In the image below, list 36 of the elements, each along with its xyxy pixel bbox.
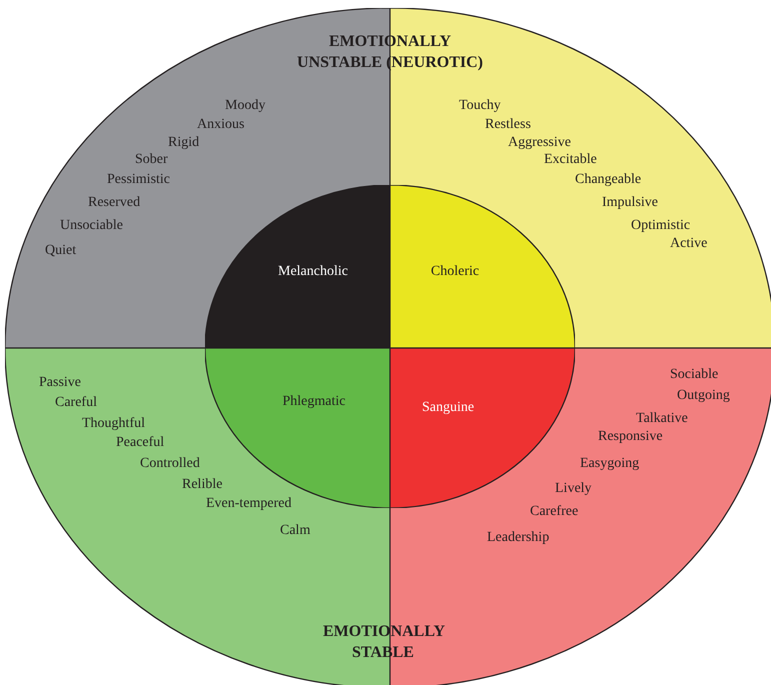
- trait-word: Even-tempered: [206, 495, 292, 513]
- trait-word: Excitable: [544, 151, 597, 169]
- trait-word: Changeable: [575, 171, 642, 189]
- trait-word: Sober: [135, 151, 168, 169]
- trait-word: Relible: [182, 476, 222, 494]
- trait-word: Peaceful: [116, 434, 164, 452]
- trait-word: Carefree: [530, 503, 578, 521]
- trait-word: Optimistic: [631, 217, 690, 235]
- trait-word: Pessimistic: [107, 171, 170, 189]
- trait-word: Thoughtful: [82, 415, 145, 433]
- temperament-label: Phlegmatic: [282, 393, 346, 411]
- trait-word: Outgoing: [677, 387, 730, 405]
- trait-word: Passive: [39, 374, 81, 392]
- trait-word: Talkative: [636, 410, 688, 428]
- trait-word: Quiet: [45, 242, 76, 260]
- trait-word: Active: [670, 235, 708, 253]
- trait-word: Calm: [280, 522, 310, 540]
- trait-word: Impulsive: [602, 194, 658, 212]
- trait-word: Aggressive: [508, 134, 571, 152]
- trait-word: Anxious: [197, 116, 244, 134]
- temperament-label: Melancholic: [278, 263, 348, 281]
- temperament-label: Choleric: [430, 263, 480, 281]
- trait-word: Responsive: [598, 428, 663, 446]
- trait-word: Reserved: [88, 194, 140, 212]
- trait-word: Easygoing: [580, 455, 640, 473]
- trait-word: Sociable: [670, 366, 718, 384]
- trait-word: Leadership: [487, 529, 550, 547]
- trait-word: Unsociable: [60, 217, 123, 235]
- trait-word: Rigid: [168, 134, 200, 152]
- trait-word: Careful: [55, 394, 97, 412]
- trait-word: Controlled: [140, 455, 200, 473]
- trait-word: Moody: [225, 97, 266, 115]
- temperament-label: Sanguine: [422, 399, 474, 417]
- trait-word: Restless: [485, 116, 531, 134]
- trait-word: Touchy: [459, 97, 501, 115]
- trait-word: Lively: [555, 480, 592, 498]
